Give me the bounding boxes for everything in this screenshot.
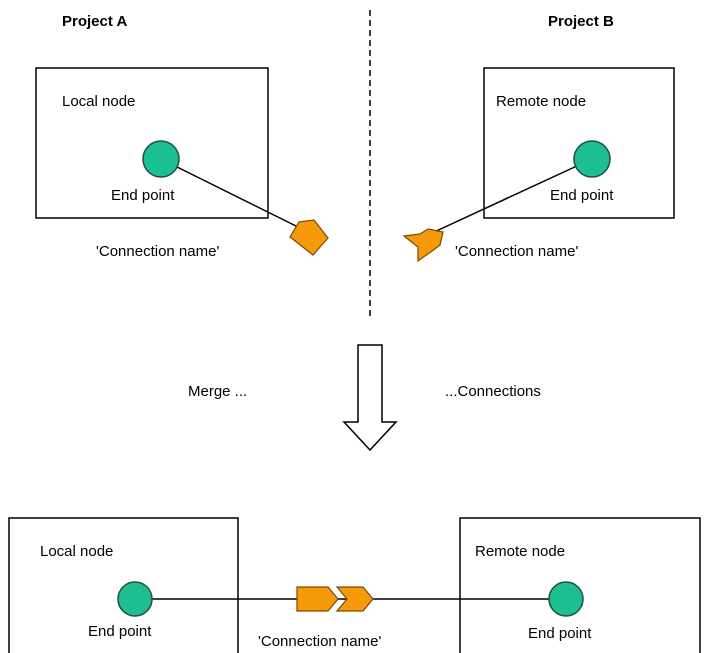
remote-connection-connector bbox=[402, 228, 444, 263]
project-a-heading: Project A bbox=[62, 13, 127, 30]
remote-end-point-circle bbox=[573, 140, 611, 178]
merge-down-arrow bbox=[342, 344, 398, 452]
merged-connector-left bbox=[296, 586, 339, 612]
local-end-point-circle bbox=[142, 140, 180, 178]
merge-right-label: ...Connections bbox=[445, 383, 541, 400]
merged-local-node-label: Local node bbox=[40, 543, 113, 560]
merged-connection-name-label: 'Connection name' bbox=[258, 633, 381, 650]
remote-node-label: Remote node bbox=[496, 93, 586, 110]
remote-connection-line bbox=[431, 158, 593, 234]
local-end-point-label: End point bbox=[111, 187, 175, 204]
merged-local-end-point-circle bbox=[117, 581, 153, 617]
local-connection-name-label: 'Connection name' bbox=[96, 243, 219, 260]
local-node-label: Local node bbox=[62, 93, 135, 110]
project-b-heading: Project B bbox=[548, 13, 614, 30]
merge-left-label: Merge ... bbox=[188, 383, 247, 400]
merged-remote-node-label: Remote node bbox=[475, 543, 565, 560]
merged-local-end-point-label: End point bbox=[88, 623, 152, 640]
merged-remote-end-point-label: End point bbox=[528, 625, 592, 642]
local-connection-connector bbox=[289, 219, 329, 256]
remote-connection-name-label: 'Connection name' bbox=[455, 243, 578, 260]
merged-connector-right bbox=[335, 586, 374, 612]
local-connection-line bbox=[160, 158, 301, 229]
remote-node-box bbox=[483, 67, 675, 219]
remote-end-point-label: End point bbox=[550, 187, 614, 204]
merged-remote-end-point-circle bbox=[548, 581, 584, 617]
merged-remote-node-box bbox=[459, 517, 701, 653]
